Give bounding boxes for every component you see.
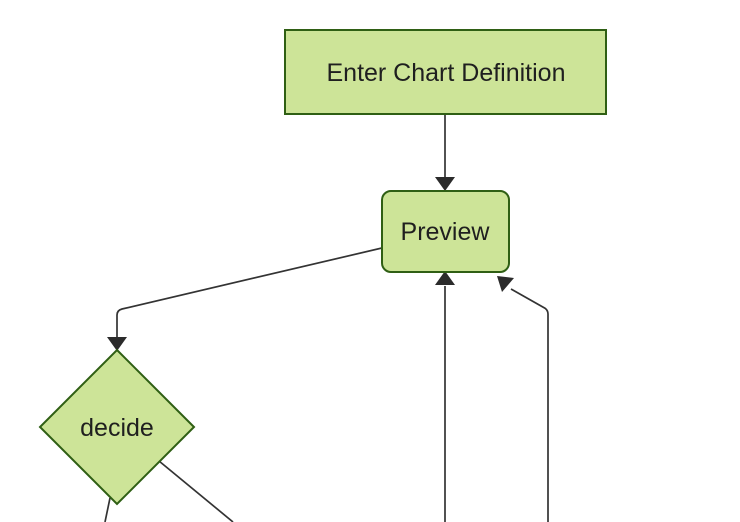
node-decide: decide: [38, 348, 196, 506]
node-enter-chart-definition-label: Enter Chart Definition: [326, 59, 565, 87]
node-enter-chart-definition-shape: [284, 29, 607, 115]
edge-bottom-to-preview-right: [510, 288, 549, 522]
edge-preview-to-decide: [116, 247, 383, 338]
node-enter-chart-definition: Enter Chart Definition: [284, 29, 607, 115]
arrowhead-into-preview-corner: [497, 276, 514, 292]
node-decide-label: decide: [80, 414, 154, 442]
edge-group: [104, 114, 549, 522]
node-decide-shape: [38, 348, 196, 506]
edge-decide-to-bottom-left: [104, 497, 111, 522]
edge-decide-to-bottom-right: [158, 460, 234, 522]
arrowhead-into-decide-top: [107, 337, 127, 351]
node-preview-label: Preview: [401, 218, 491, 246]
node-preview: Preview: [381, 190, 510, 273]
arrowhead-into-preview-top: [435, 177, 455, 191]
arrowhead-into-preview-bottom: [435, 271, 455, 285]
node-preview-shape: [381, 190, 510, 273]
